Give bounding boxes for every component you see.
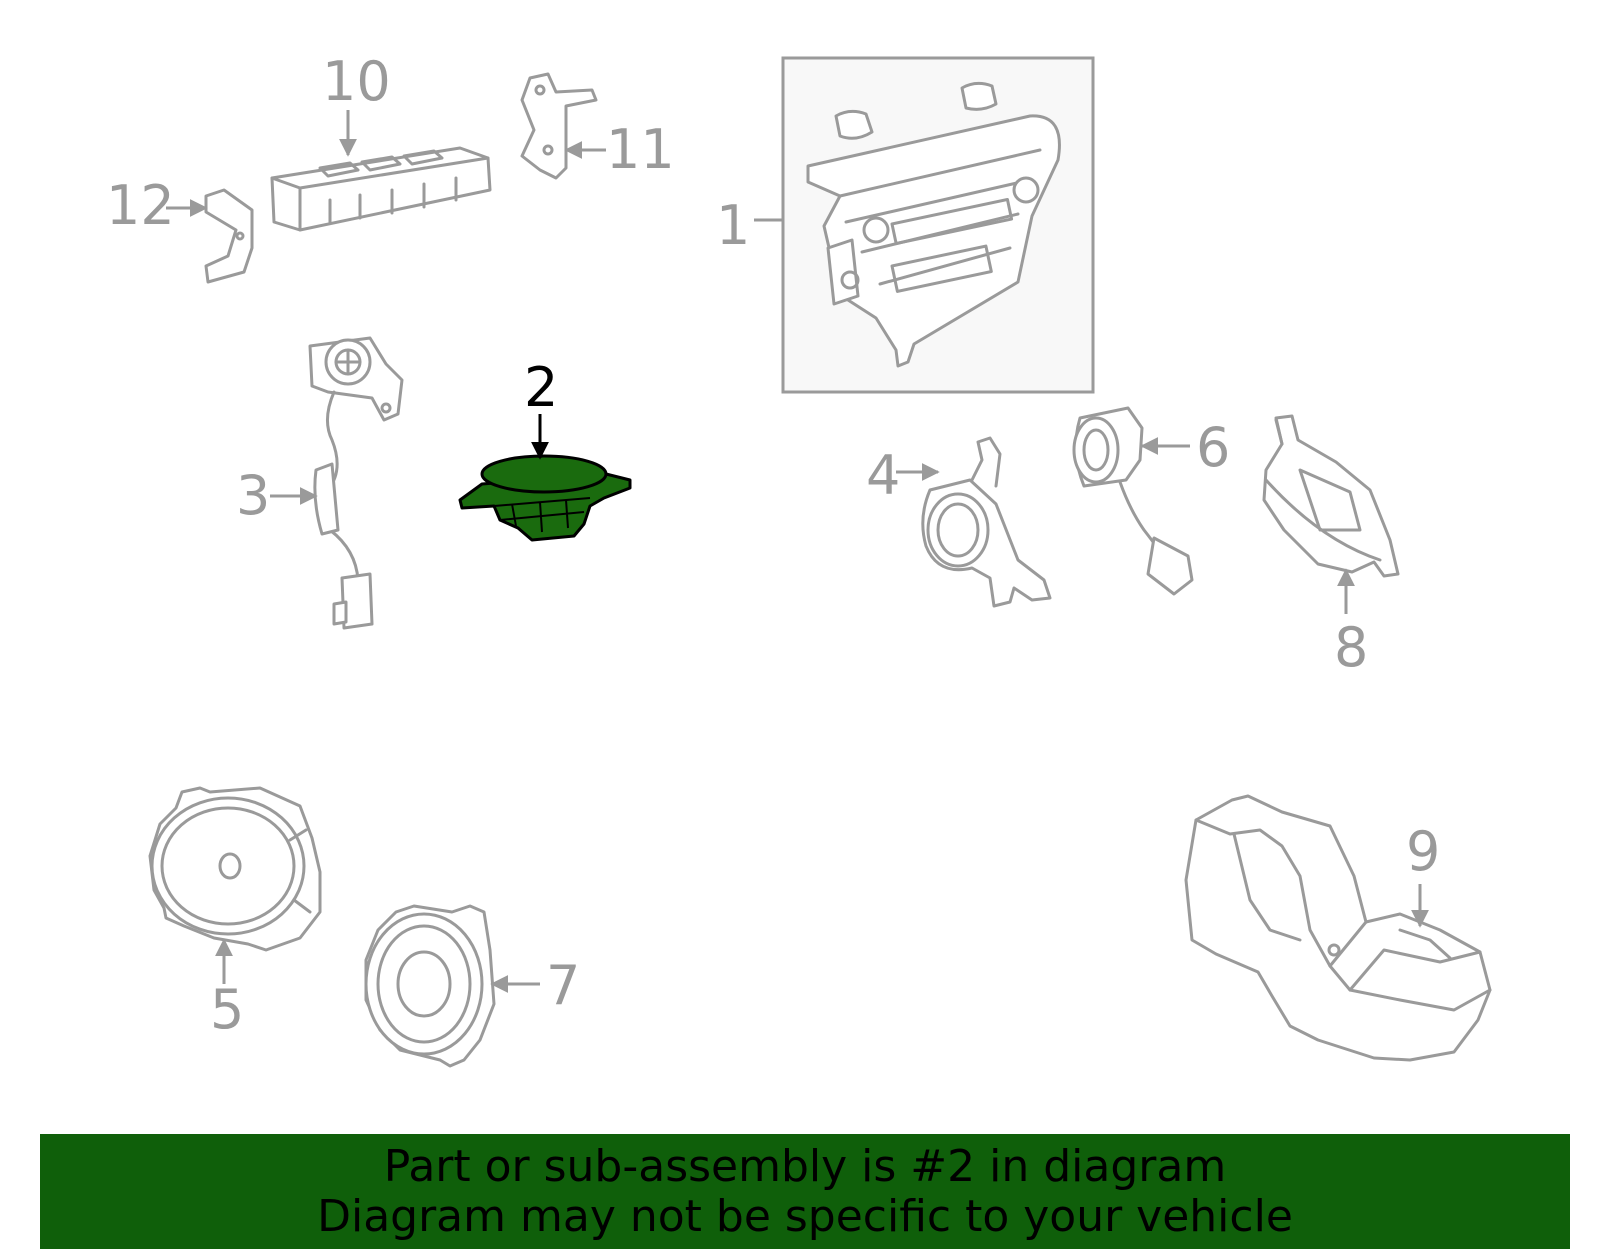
callout-8: 8 [1334, 616, 1368, 679]
callout-5: 5 [210, 978, 244, 1041]
banner-line-1: Part or sub-assembly is #2 in diagram [383, 1140, 1227, 1192]
callout-1: 1 [716, 194, 750, 257]
callout-12: 12 [106, 174, 175, 237]
part-9-subwoofer-box[interactable] [1184, 794, 1492, 1062]
part-7-round-speaker[interactable] [364, 904, 496, 1068]
part-4-tweeter[interactable] [921, 436, 1052, 608]
part-6-tweeter[interactable] [1072, 406, 1194, 596]
callout-7: 7 [546, 954, 580, 1017]
info-banner: Part or sub-assembly is #2 in diagram Di… [40, 1134, 1570, 1249]
banner-line-2: Diagram may not be specific to your vehi… [317, 1190, 1293, 1242]
callout-9: 9 [1406, 820, 1440, 883]
part-3-tweeter[interactable] [308, 336, 404, 630]
part-12-bracket[interactable] [204, 188, 254, 284]
part-2-speaker-highlighted[interactable] [458, 454, 632, 542]
callout-4: 4 [866, 444, 900, 507]
part-8-speaker-bracket[interactable] [1262, 414, 1400, 578]
part-10-switch-panel[interactable] [270, 146, 492, 232]
part-11-bracket[interactable] [520, 72, 598, 180]
part-1-radio-unit[interactable] [781, 56, 1095, 394]
callout-6: 6 [1196, 416, 1230, 479]
part-5-oval-speaker[interactable] [148, 786, 322, 952]
callout-2: 2 [524, 356, 558, 419]
callout-3: 3 [236, 464, 270, 527]
parts-diagram: 10 11 12 1 3 [106, 50, 1492, 1068]
callout-11: 11 [606, 118, 675, 181]
callout-10: 10 [322, 50, 391, 113]
